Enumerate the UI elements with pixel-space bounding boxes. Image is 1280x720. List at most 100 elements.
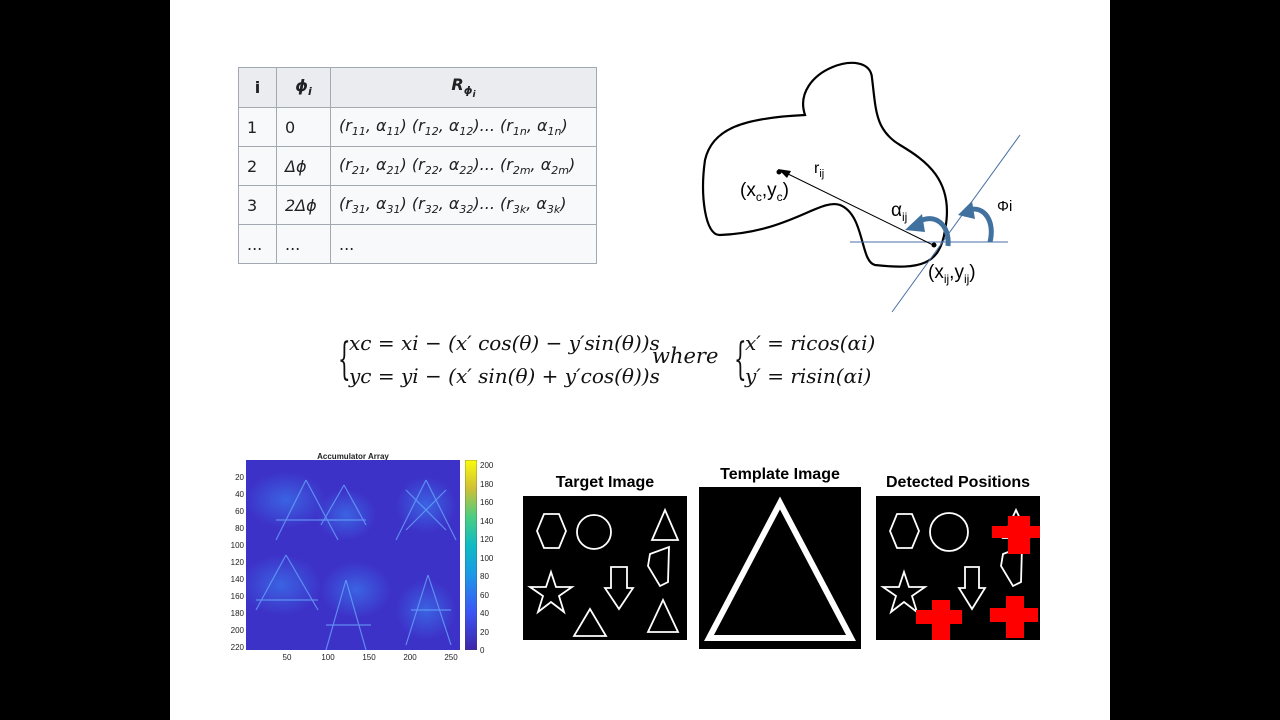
cell-text: , α: [365, 154, 387, 174]
subscript: 11: [386, 125, 401, 139]
subscript: 31: [351, 203, 366, 217]
cell-text: , α: [365, 115, 387, 135]
subscript: 32: [424, 203, 439, 217]
heatmap-glow: [321, 562, 391, 618]
arbitrary-shape-outline: [702, 61, 948, 268]
table-row: ... ... ...: [238, 224, 597, 264]
arrow-shape: [957, 566, 987, 611]
x-tick-label: 100: [321, 653, 335, 662]
cell-text: ) (r: [400, 115, 425, 135]
cell-text: ) (r: [400, 154, 425, 174]
cell-text: ): [561, 115, 568, 135]
table-header-row: i ϕi Rϕi: [238, 67, 597, 108]
template-triangle: [704, 496, 856, 641]
x-tick-label: 250: [444, 653, 458, 662]
kite-shape: [647, 545, 670, 588]
cell-text: (r: [339, 193, 352, 213]
cell-text: , α: [365, 193, 387, 213]
table-row: 2 Δϕ (r21, α21) (r22, α22)... (r2m, α2m): [238, 146, 597, 186]
colorbar-tick-label: 200: [480, 461, 494, 470]
cell-r-list: (r31, α31) (r32, α32)... (r3k, α3k): [330, 185, 597, 225]
cell-text: (r: [339, 154, 352, 174]
alpha-ij-label: αij: [891, 200, 908, 224]
table-row: 3 2Δϕ (r31, α31) (r32, α32)... (r3k, α3k…: [238, 185, 597, 225]
where-label: where: [652, 344, 719, 368]
arrow-shape: [603, 566, 635, 611]
heatmap-glow: [246, 472, 326, 528]
cell-index: ...: [238, 224, 277, 264]
detected-positions-image: [876, 496, 1040, 640]
subscript: 12: [424, 125, 439, 139]
colorbar-tick-label: 120: [480, 535, 494, 544]
y-tick-label: 120: [230, 558, 244, 567]
equation-y-prime: y′ = risin(αi): [745, 364, 872, 388]
y-tick-label: 40: [235, 490, 244, 499]
cell-text: , α: [530, 154, 552, 174]
colorbar-tick-label: 140: [480, 516, 494, 526]
x-tick-label: 200: [403, 653, 417, 662]
table-row: 1 0 (r11, α11) (r12, α12)... (r1n, α1n): [238, 107, 597, 147]
x-tick-label: 150: [362, 653, 376, 662]
accumulator-heatmap: [246, 460, 460, 650]
cell-text: )... (r: [473, 115, 513, 135]
subscript: 31: [386, 203, 401, 217]
cell-text: , α: [438, 154, 460, 174]
hexagon-shape: [889, 513, 920, 549]
cell-index: 1: [238, 107, 277, 147]
colorbar-tick-label: 0: [480, 646, 485, 655]
subscript: 11: [351, 125, 366, 139]
star-shape: [527, 569, 575, 615]
triangle-shape: [646, 597, 680, 633]
cell-text: (r: [339, 115, 352, 135]
y-tick-label: 60: [235, 507, 244, 516]
y-tick-label: 100: [230, 541, 244, 550]
circle-shape: [929, 512, 969, 552]
cell-text: )... (r: [473, 154, 513, 174]
y-tick-label: 200: [230, 626, 244, 635]
subscript: 2m: [512, 164, 531, 178]
triangle-shape: [572, 607, 608, 637]
y-tick-label: 80: [235, 524, 244, 533]
subscript: 32: [459, 203, 474, 217]
cell-phi: Δϕ: [276, 146, 331, 186]
r-ij-label: rij: [814, 160, 825, 181]
cell-r-list: (r11, α11) (r12, α12)... (r1n, α1n): [330, 107, 597, 147]
r-table: i ϕi Rϕi 1 0 (r11, α11) (r12, α12)... (r…: [238, 67, 597, 264]
cell-r-list: (r21, α21) (r22, α22)... (r2m, α2m): [330, 146, 597, 186]
reference-point-dot: [776, 169, 782, 175]
subscript: 22: [459, 164, 474, 178]
cell-text: ) (r: [400, 193, 425, 213]
colorbar-gradient: [465, 460, 477, 650]
subscript: 3k: [546, 203, 561, 217]
cell-text: , α: [438, 115, 460, 135]
x-tick-label: 50: [282, 653, 292, 662]
cell-text: , α: [526, 193, 547, 213]
equation-block-left: xc = xi − (x′ cos(θ) − y′sin(θ))s yc = y…: [349, 327, 660, 393]
r-ij-vector: [783, 171, 934, 246]
colorbar-tick-label: 20: [480, 627, 489, 637]
detection-cross: [916, 600, 962, 640]
colorbar-tick-label: 160: [480, 498, 494, 507]
subscript: 1n: [547, 125, 562, 139]
alpha-arrowhead: [905, 214, 925, 232]
subscript: 12: [459, 125, 474, 139]
heatmap-glow: [396, 477, 456, 533]
target-image: [523, 496, 687, 640]
template-image-label: Template Image: [720, 466, 840, 483]
reference-point-label: (xc,yc): [740, 180, 789, 204]
equation-block-right: x′ = ricos(αi) y′ = risin(αi): [745, 327, 875, 393]
y-tick-label: 220: [230, 643, 244, 652]
boundary-point-label: (xij,yij): [928, 262, 976, 286]
cell-text: , α: [438, 193, 460, 213]
header-i: i: [238, 67, 277, 108]
template-image: [699, 487, 861, 649]
detection-cross: [992, 516, 1040, 554]
cell-index: 3: [238, 185, 277, 225]
colorbar-tick-label: 40: [480, 609, 489, 618]
y-tick-label: 140: [230, 575, 244, 584]
equation-yc: yc = yi − (x′ sin(θ) + y′cos(θ))s: [349, 364, 660, 388]
circle-shape: [576, 514, 612, 550]
subscript: 1n: [512, 125, 527, 139]
y-tick-label: 20: [235, 473, 244, 482]
colorbar-tick-label: 60: [480, 590, 489, 600]
